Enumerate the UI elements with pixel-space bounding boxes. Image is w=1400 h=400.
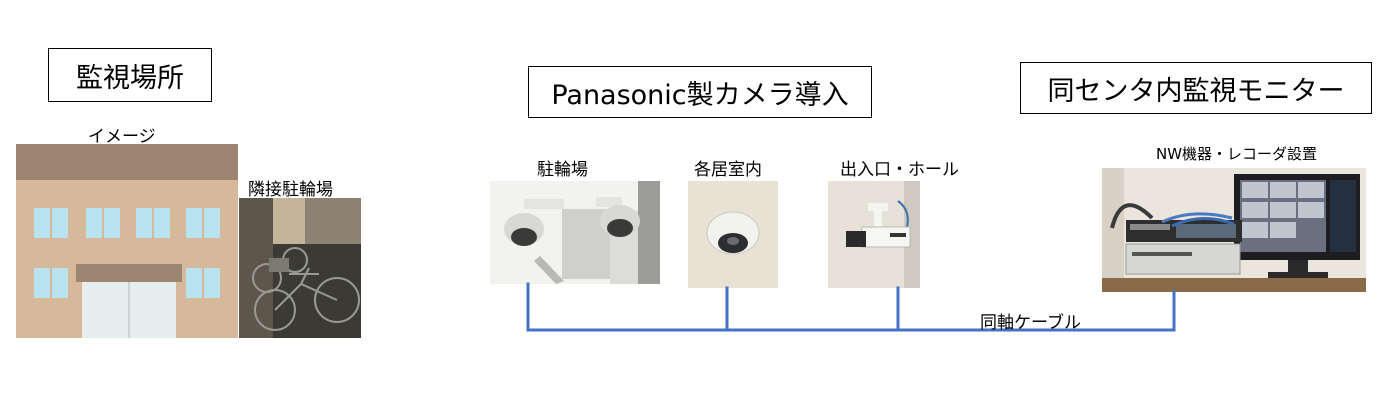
camera-label-room: 各居室内 <box>694 160 762 180</box>
monitor-equipment-photo <box>1102 168 1366 292</box>
monitor-title: 同センタ内監視モニター <box>1020 62 1372 114</box>
equipment-label: NW機器・レコーダ設置 <box>1156 145 1318 163</box>
camera-photo-parking <box>490 181 660 284</box>
camera-photo-entrance <box>828 181 920 288</box>
camera-label-parking: 駐輪場 <box>537 160 588 180</box>
parking-photo <box>239 198 361 338</box>
camera-label-entrance: 出入口・ホール <box>840 160 959 180</box>
coax-cable-label: 同軸ケーブル <box>980 313 1081 333</box>
location-title: 監視場所 <box>48 48 212 102</box>
building-image-label: イメージ <box>88 127 156 147</box>
building-illustration <box>16 144 238 338</box>
camera-photo-room <box>688 181 778 288</box>
parking-label: 隣接駐輪場 <box>248 180 333 200</box>
cameras-title: Panasonic製カメラ導入 <box>528 66 872 118</box>
coax-cable-lines <box>520 280 1180 340</box>
